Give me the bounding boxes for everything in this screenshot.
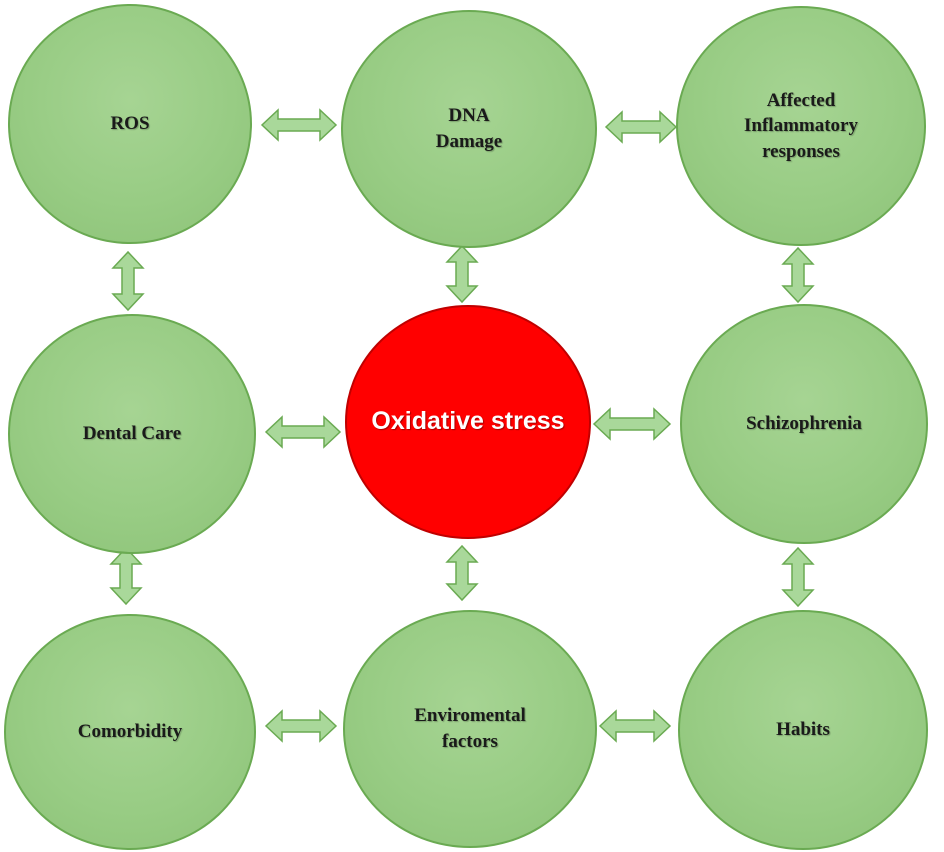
node-affected-inflammatory-responses: Affected Inflammatory responses xyxy=(676,6,926,246)
node-dna-damage: DNA Damage xyxy=(341,10,597,248)
node-label-comorbidity: Comorbidity xyxy=(77,721,183,743)
arrow-schizo-habits xyxy=(781,546,815,608)
node-label-schizophrenia: Schizophrenia xyxy=(746,413,862,435)
node-label-environmental-factors: Enviromental factors xyxy=(414,705,526,752)
arrow-dental-comorbidity xyxy=(109,546,143,606)
arrow-dental-center xyxy=(264,415,342,449)
node-label-dna-damage: DNA Damage xyxy=(435,105,503,152)
node-habits: Habits xyxy=(678,610,928,850)
arrow-ros-dna xyxy=(260,108,338,142)
node-dental-care: Dental Care xyxy=(8,314,256,554)
node-schizophrenia: Schizophrenia xyxy=(680,304,928,544)
node-ros: ROS xyxy=(8,4,252,244)
node-label-dental-care: Dental Care xyxy=(82,423,182,445)
node-oxidative-stress: Oxidative stress xyxy=(345,305,591,539)
node-label-ros: ROS xyxy=(110,113,150,135)
arrow-center-environmental xyxy=(445,544,479,602)
arrow-center-schizo xyxy=(592,407,672,441)
arrow-inflammatory-schizo xyxy=(781,246,815,304)
arrow-comorbidity-environmental xyxy=(264,709,338,743)
node-label-affected-inflammatory-responses: Affected Inflammatory responses xyxy=(744,89,858,162)
arrow-dna-center xyxy=(445,244,479,304)
node-environmental-factors: Enviromental factors xyxy=(343,610,597,848)
arrow-dna-inflammatory xyxy=(604,110,678,144)
arrow-ros-dental xyxy=(111,250,145,312)
node-label-oxidative-stress: Oxidative stress xyxy=(371,407,565,436)
node-comorbidity: Comorbidity xyxy=(4,614,256,850)
node-label-habits: Habits xyxy=(776,719,830,741)
arrow-environmental-habits xyxy=(598,709,672,743)
